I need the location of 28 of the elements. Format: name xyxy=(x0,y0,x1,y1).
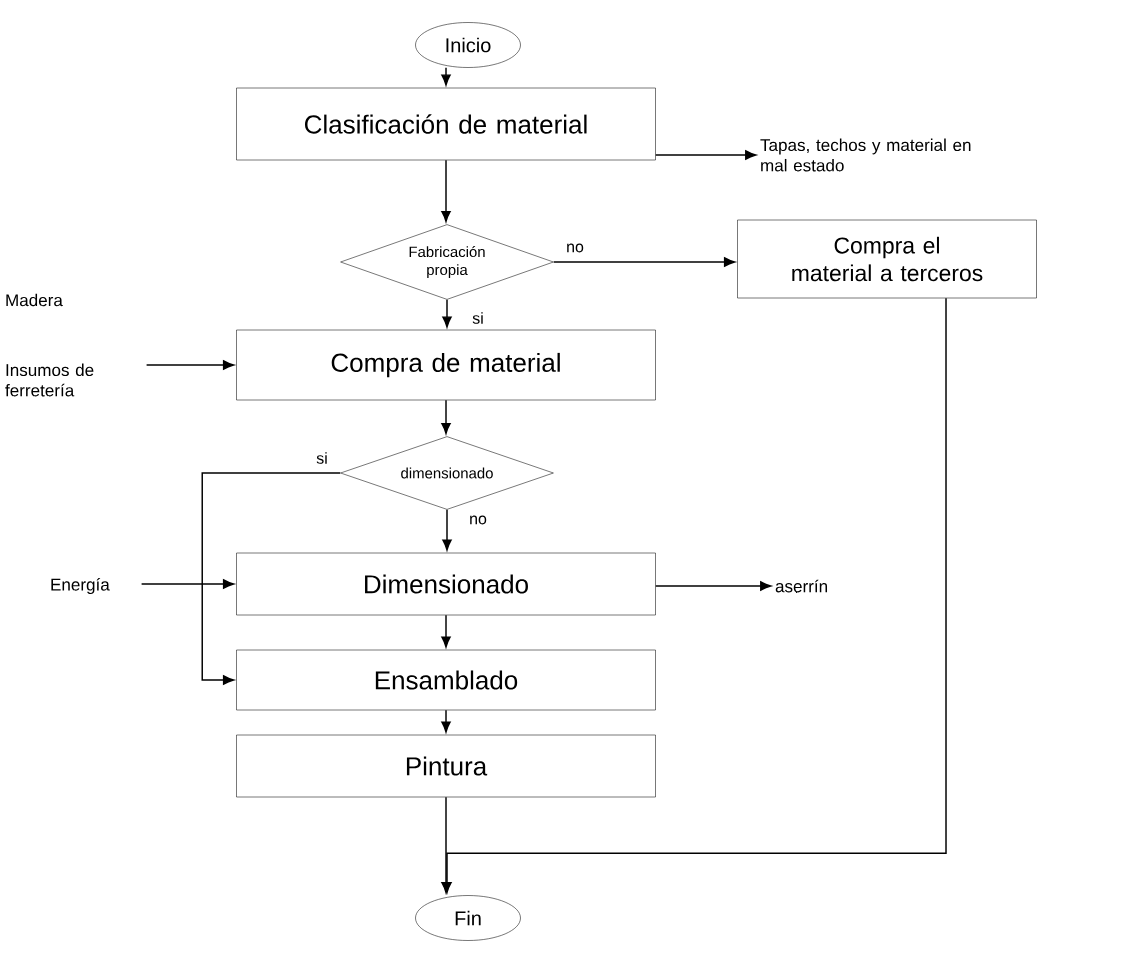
edge-label: si xyxy=(314,450,330,466)
arrow xyxy=(441,67,451,86)
arrow xyxy=(441,399,451,435)
arrow xyxy=(140,579,235,589)
arrow xyxy=(441,159,451,223)
arrow xyxy=(441,709,451,733)
flow-text: Madera xyxy=(6,293,63,307)
flow-text: aserrín xyxy=(775,579,827,593)
process-box: Pintura xyxy=(236,734,656,798)
arrow xyxy=(145,360,235,370)
arrow xyxy=(655,150,757,160)
arrow xyxy=(442,299,452,328)
arrow xyxy=(201,472,341,685)
process-box: Ensamblado xyxy=(236,649,656,711)
arrow xyxy=(655,581,772,591)
flow-text: Energía xyxy=(51,577,110,595)
edge-label: no xyxy=(564,242,586,254)
process-box: Compra el material a terceros xyxy=(737,219,1037,299)
arrow xyxy=(441,614,451,648)
flow-text: Tapas, techos y material en mal estado xyxy=(760,138,971,172)
flow-text: Insumos de ferretería xyxy=(5,363,94,397)
arrow xyxy=(442,509,452,551)
edge-label: no xyxy=(467,514,489,526)
edge-label: si xyxy=(470,310,486,326)
process-box: Compra de material xyxy=(236,329,656,401)
process-box: Clasificación de material xyxy=(236,87,656,161)
arrow xyxy=(553,257,736,267)
process-box: Dimensionado xyxy=(236,552,656,616)
